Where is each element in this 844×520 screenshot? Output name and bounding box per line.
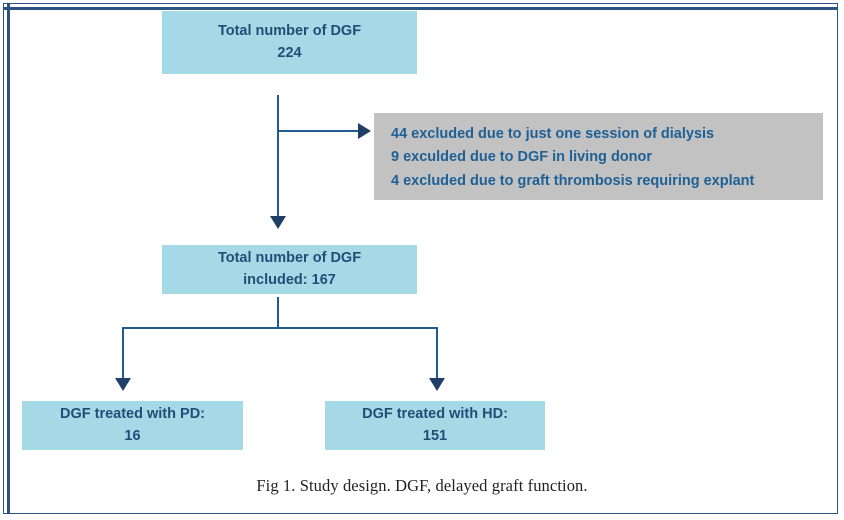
connector-included-to-pd <box>122 327 124 380</box>
figure-border-top-rule <box>3 7 838 10</box>
connector-included-to-hd <box>436 327 438 380</box>
exclusion-reason-1: 44 excluded due to just one session of d… <box>391 126 715 142</box>
node-dgf-treated-hd-value: 151 <box>422 427 448 444</box>
node-included-dgf-line1: Total number of DGF <box>217 250 362 267</box>
node-included-dgf: Total number of DGF included: 167 <box>162 245 417 294</box>
exclusion-reason-3: 4 excluded due to graft thrombosis requi… <box>391 172 755 189</box>
connector-total-to-excluded <box>277 130 360 132</box>
node-total-dgf-line1: Total number of DGF <box>217 23 362 40</box>
node-dgf-treated-pd-value: 16 <box>124 427 141 444</box>
exclusion-reason-2: 9 exculded due to DGF in living donor <box>391 149 653 166</box>
figure-border-left-rule <box>7 3 10 514</box>
node-total-dgf-value: 224 <box>277 44 302 61</box>
figure-border-outer <box>3 3 838 514</box>
arrowhead-down-hd-icon <box>429 378 445 391</box>
node-dgf-treated-pd: DGF treated with PD: 16 <box>22 401 243 450</box>
arrowhead-down-pd-icon <box>115 378 131 391</box>
arrowhead-down-icon <box>270 216 286 229</box>
connector-total-to-included <box>277 95 279 218</box>
node-total-dgf: Total number of DGF 224 <box>162 11 417 74</box>
connector-split-stem <box>277 297 279 328</box>
connector-split-bar <box>122 327 438 329</box>
node-dgf-treated-pd-label: DGF treated with PD: <box>59 406 205 423</box>
node-dgf-treated-hd: DGF treated with HD: 151 <box>325 401 545 450</box>
node-included-dgf-value: included: 167 <box>243 271 336 288</box>
node-exclusions: 44 excluded due to just one session of d… <box>374 113 823 200</box>
node-dgf-treated-hd-label: DGF treated with HD: <box>362 406 508 423</box>
figure-caption: Fig 1. Study design. DGF, delayed graft … <box>256 476 588 495</box>
arrowhead-right-icon <box>358 123 371 139</box>
